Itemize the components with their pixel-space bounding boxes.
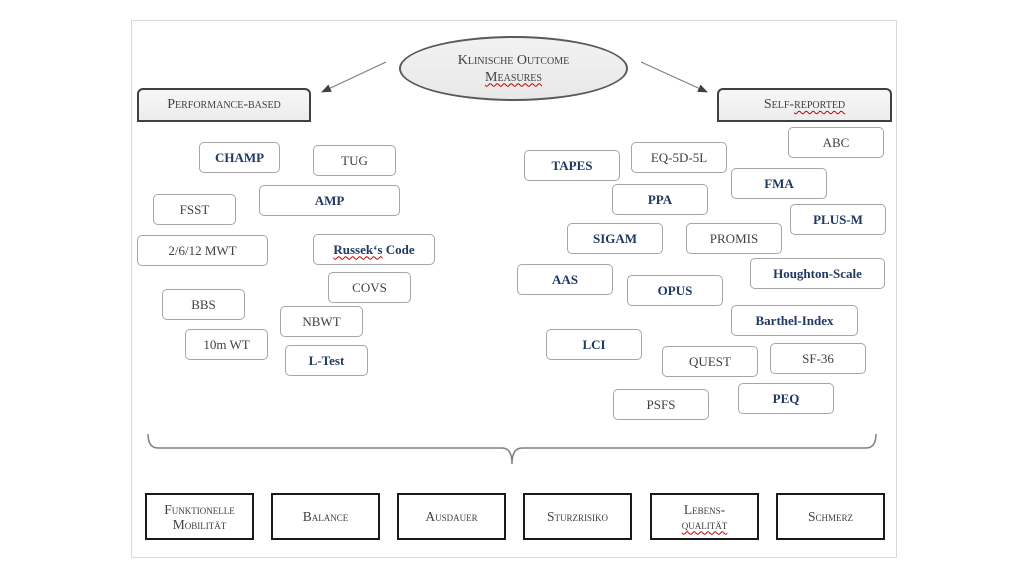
measure-box: LCI — [546, 329, 642, 360]
domain-label-line1: Ausdauer — [425, 509, 478, 524]
measure-label: CHAMP — [214, 149, 265, 165]
domain-label-line2: qualität — [681, 516, 728, 532]
measure-label: Barthel-Index — [755, 312, 834, 328]
measure-box: CHAMP — [199, 142, 280, 173]
domain-box-quality-of-life: Lebens- qualität — [650, 493, 759, 540]
measure-label: PSFS — [646, 396, 676, 412]
measure-label: TUG — [341, 152, 368, 168]
measure-box: L-Test — [285, 345, 368, 376]
measure-label: ABC — [822, 134, 850, 150]
measure-label: SF-36 — [802, 350, 834, 366]
domain-box-balance: Balance — [271, 493, 380, 540]
measure-label: PROMIS — [709, 230, 759, 246]
category-performance-based: Performance-based — [137, 88, 311, 122]
domain-label-line1: Balance — [302, 509, 349, 524]
measure-box: FMA — [731, 168, 827, 199]
measure-label: AMP — [314, 192, 345, 208]
measure-box: Houghton-Scale — [750, 258, 885, 289]
measure-label: BBS — [191, 296, 216, 312]
measure-box: AAS — [517, 264, 613, 295]
measure-box: SF-36 — [770, 343, 866, 374]
measure-label: FMA — [764, 175, 794, 191]
measure-box: COVS — [328, 272, 411, 303]
measure-box: Russek‘s Code — [313, 234, 435, 265]
measure-label: PPA — [647, 191, 673, 207]
measure-box: PPA — [612, 184, 708, 215]
measure-box: SIGAM — [567, 223, 663, 254]
domain-label-line1: Lebens- — [683, 501, 726, 517]
category-label: Performance-based — [167, 97, 281, 112]
measure-box: 2/6/12 MWT — [137, 235, 268, 266]
measure-box: EQ-5D-5L — [631, 142, 727, 173]
domain-label-line1: Sturzrisiko — [546, 509, 608, 524]
root-title-line1: Klinische Outcome — [457, 52, 570, 68]
domain-box-endurance: Ausdauer — [397, 493, 506, 540]
measure-label: LCI — [582, 336, 606, 352]
measure-box: AMP — [259, 185, 400, 216]
measure-box: PROMIS — [686, 223, 782, 254]
measure-label: COVS — [352, 279, 387, 295]
measure-label: 10m WT — [203, 336, 250, 352]
measure-label: EQ-5D-5L — [650, 149, 708, 165]
measure-box: 10m WT — [185, 329, 268, 360]
measure-box: TAPES — [524, 150, 620, 181]
category-self-reported: Self-reported — [717, 88, 892, 122]
measure-box: QUEST — [662, 346, 758, 377]
category-label: Self-reported — [763, 97, 846, 112]
root-title-line2: Measures — [485, 69, 542, 85]
domain-label-line1: Schmerz — [807, 509, 853, 524]
measure-box: BBS — [162, 289, 245, 320]
measure-box: PLUS-M — [790, 204, 886, 235]
domain-box-pain: Schmerz — [776, 493, 885, 540]
measure-label: 2/6/12 MWT — [168, 242, 237, 258]
measure-label: QUEST — [689, 353, 731, 369]
measure-box: TUG — [313, 145, 396, 176]
measure-label: NBWT — [302, 313, 341, 329]
measure-label: Russek‘s Code — [333, 241, 415, 257]
measure-label: OPUS — [657, 282, 693, 298]
measure-label: AAS — [551, 271, 578, 287]
measure-label: TAPES — [551, 157, 593, 173]
measure-label: SIGAM — [592, 230, 638, 246]
measure-label: PEQ — [772, 390, 800, 406]
measure-label: L-Test — [308, 352, 345, 368]
root-node-clinical-outcome-measures: Klinische Outcome Measures — [399, 36, 628, 101]
measure-box: ABC — [788, 127, 884, 158]
domain-label-line2: Mobilität — [172, 516, 227, 532]
measure-box: Barthel-Index — [731, 305, 858, 336]
measure-label: PLUS-M — [813, 211, 863, 227]
domain-box-fall-risk: Sturzrisiko — [523, 493, 632, 540]
measure-box: OPUS — [627, 275, 723, 306]
measure-box: NBWT — [280, 306, 363, 337]
measure-box: PSFS — [613, 389, 709, 420]
domain-box-functional-mobility: Funktionelle Mobilität — [145, 493, 254, 540]
measure-box: FSST — [153, 194, 236, 225]
measure-box: PEQ — [738, 383, 834, 414]
domain-label-line1: Funktionelle — [164, 501, 235, 517]
measure-label: Houghton-Scale — [773, 265, 862, 281]
measure-label: FSST — [179, 201, 210, 217]
